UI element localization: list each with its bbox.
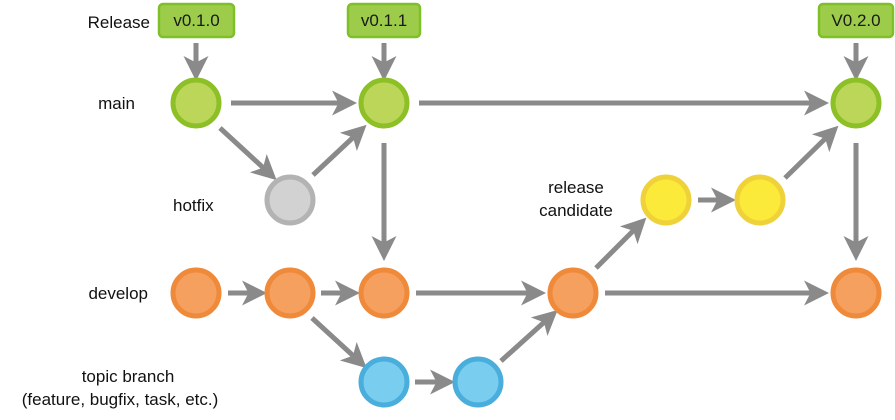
label-release-candidate-line1: release: [548, 178, 604, 197]
arrow-hotfix-to-main2: [311, 124, 367, 177]
develop-commit-4: [547, 267, 599, 319]
release-candidate-commit-1: [640, 174, 692, 226]
release-candidate-commit-2: [734, 174, 786, 226]
label-develop: develop: [88, 284, 148, 303]
hotfix-commit: [264, 174, 316, 226]
tag-v0-1-1-label: v0.1.1: [361, 11, 407, 30]
arrow-rc2-to-main3: [783, 125, 839, 180]
label-release: Release: [88, 13, 150, 32]
topic-commit-2: [452, 356, 504, 408]
main-commit-1: [170, 77, 222, 129]
main-commit-3: [830, 77, 882, 129]
arrow-main1-to-hotfix: [218, 126, 277, 181]
tag-v0-1-1: v0.1.1: [346, 2, 422, 39]
tag-v0-2-0: V0.2.0: [817, 2, 895, 39]
tag-v0-1-1-box: [346, 2, 422, 39]
develop-commit-3: [358, 267, 410, 319]
commit-nodes: [170, 77, 882, 408]
develop-commit-5: [830, 267, 882, 319]
label-topic-branch-line2: (feature, bugfix, task, etc.): [22, 390, 219, 409]
arrow-topic2-to-develop4: [499, 309, 558, 363]
arrow-develop2-to-topic1: [310, 316, 367, 369]
develop-commit-1: [170, 267, 222, 319]
label-topic-branch-line1: topic branch: [82, 367, 175, 386]
tag-v0-2-0-label: V0.2.0: [831, 11, 880, 30]
row-labels: Release main hotfix release candidate de…: [22, 13, 613, 409]
version-tags: v0.1.0 v0.1.1 V0.2.0: [157, 2, 895, 39]
label-main: main: [98, 94, 135, 113]
develop-commit-2: [264, 267, 316, 319]
arrows: [183, 43, 869, 395]
tag-v0-1-0-label: v0.1.0: [173, 11, 219, 30]
label-release-candidate-line2: candidate: [539, 201, 613, 220]
label-hotfix: hotfix: [173, 196, 214, 215]
tag-v0-2-0-box: [817, 2, 895, 39]
topic-commit-1: [358, 356, 410, 408]
tag-v0-1-0-box: [157, 2, 236, 39]
main-commit-2: [358, 77, 410, 129]
tag-v0-1-0: v0.1.0: [157, 2, 236, 39]
arrow-develop4-to-rc1: [594, 217, 647, 270]
